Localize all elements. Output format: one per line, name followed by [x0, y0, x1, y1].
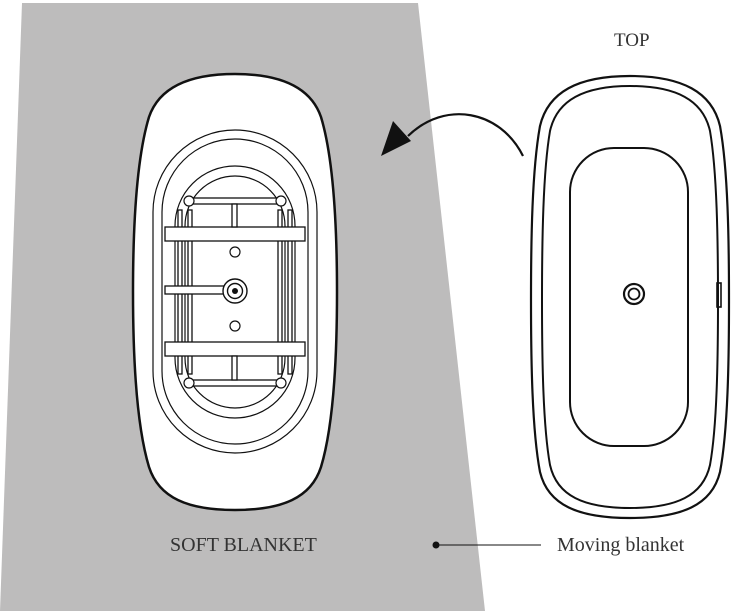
tub-top-outer-rim [529, 74, 731, 520]
drain-fitting-bottom [222, 278, 248, 304]
foot-top-left [183, 195, 195, 207]
drain-icon [622, 282, 646, 306]
tub-top-basin [569, 147, 689, 447]
foot-center-upper [229, 246, 241, 258]
bathtub-bottom-view [131, 72, 339, 512]
support-feet [183, 195, 287, 389]
frame-top-bar [188, 197, 282, 205]
moving-blanket-label: Moving blanket [557, 534, 685, 556]
frame-rail-right-outer [287, 209, 293, 375]
tub-top-inner-rim [540, 84, 720, 510]
soft-blanket-label: SOFT BLANKET [170, 534, 317, 556]
drain-center [232, 288, 238, 294]
foot-center-lower [229, 320, 241, 332]
frame-rail-right-inner [277, 209, 283, 375]
frame-bottom-stem [231, 355, 238, 381]
curved-arrow-left-icon [381, 113, 524, 157]
foot-top-right [275, 195, 287, 207]
moving-blanket-pointer [432, 541, 541, 549]
frame-upper-crossbar [164, 226, 306, 242]
drain-icon-inner [627, 287, 641, 301]
foot-bottom-right [275, 377, 287, 389]
frame-middle-bar [164, 285, 226, 295]
foot-bottom-left [183, 377, 195, 389]
tub-base-inner-ring [161, 138, 309, 445]
bathtub-top-view [529, 74, 731, 520]
frame-bottom-bar [188, 379, 282, 387]
arrow-head [381, 121, 411, 156]
tub-base-outer-ring [152, 129, 318, 454]
frame-lower-crossbar [164, 341, 306, 357]
support-frame [164, 197, 306, 387]
overflow-slot [716, 282, 722, 308]
top-view-label: TOP [614, 30, 650, 51]
arrow-shaft [407, 113, 524, 157]
frame-top-stem [231, 203, 238, 228]
